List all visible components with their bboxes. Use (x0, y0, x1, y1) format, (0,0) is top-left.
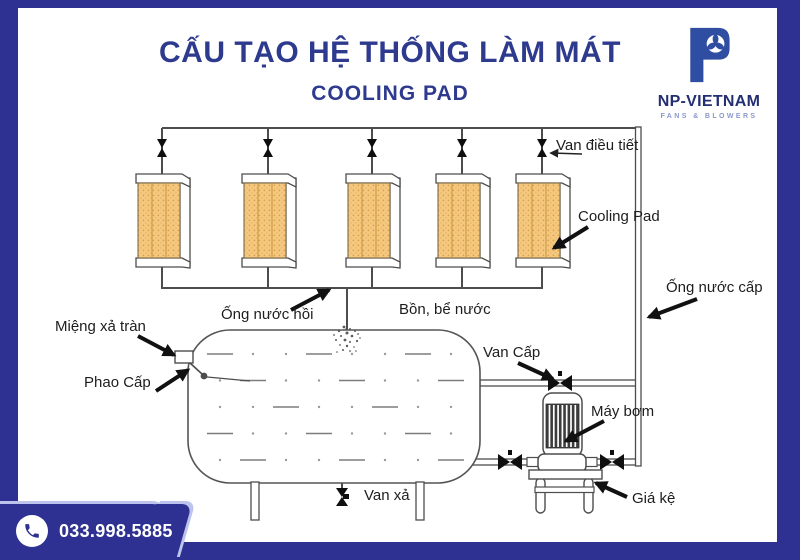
label-phao-cap: Phao Cấp (84, 374, 151, 391)
logo-p-fan-icon (690, 27, 730, 83)
page-subtitle: COOLING PAD (311, 82, 469, 105)
float-valve (189, 362, 251, 382)
cooling-pad (515, 173, 571, 269)
cooling-pad (435, 173, 491, 269)
regulating-valve (537, 139, 547, 157)
label-van-xa: Van xả (364, 487, 410, 504)
regulating-valve (263, 139, 273, 157)
label-may-bom: Máy bơm (591, 403, 654, 420)
return-header-pipe (162, 287, 542, 331)
logo-tagline: FANS & BLOWERS (660, 113, 758, 120)
phone-banner: 033.998.5885 (0, 504, 172, 560)
drain-valve (336, 483, 349, 506)
regulating-valve (367, 139, 377, 157)
regulating-valve (457, 139, 467, 157)
frame-left (0, 0, 18, 560)
suction-valve (498, 450, 522, 470)
label-ong-nuoc-cap: Ống nước cấp (666, 278, 763, 296)
water-level-marks (207, 352, 464, 462)
label-mieng-xa-tran: Miệng xả tràn (55, 318, 146, 335)
cooling-pad (345, 173, 401, 269)
pad-drain-pipes (161, 267, 543, 289)
pump (526, 392, 598, 473)
label-gia-ke: Giá kệ (632, 490, 675, 507)
discharge-valve (600, 450, 624, 470)
pump-stand (528, 469, 603, 514)
cooling-pad (135, 173, 191, 269)
tank-legs (250, 481, 425, 521)
label-cooling-pad: Cooling Pad (578, 208, 660, 225)
frame-right (777, 0, 800, 560)
fan-blades-icon (707, 34, 724, 50)
logo-name: NP-VIETNAM (657, 93, 761, 110)
frame-bottom (0, 542, 800, 560)
label-van-dieu-tiet: Van điều tiết (556, 137, 639, 154)
pad-feed-pipes (161, 128, 543, 175)
cooling-pads (135, 173, 571, 269)
company-logo: NP-VIETNAM FANS & BLOWERS (648, 26, 770, 120)
label-van-cap: Van Cấp (483, 344, 540, 361)
overflow-outlet (174, 350, 194, 364)
label-bon-be-nuoc: Bồn, bể nước (399, 301, 491, 318)
phone-number: 033.998.5885 (59, 520, 173, 541)
water-spray (333, 325, 361, 353)
cooling-pad (241, 173, 297, 269)
labels: Van điều tiết Cooling Pad Ống nước cấp M… (55, 137, 763, 507)
water-tank (187, 329, 481, 484)
phone-icon (16, 515, 48, 547)
page-title: CẤU TẠO HỆ THỐNG LÀM MÁT (159, 36, 621, 69)
regulating-valves (157, 139, 547, 157)
regulating-valve (157, 139, 167, 157)
label-ong-nuoc-hoi: Ống nước hồi (221, 305, 313, 323)
supply-riser-pipe (634, 126, 642, 467)
frame-top (0, 0, 800, 8)
